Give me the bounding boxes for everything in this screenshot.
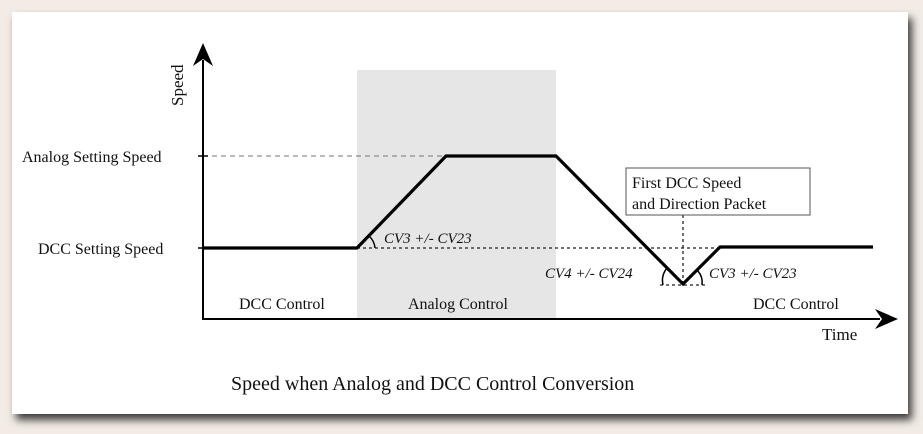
dcc-setting-speed-label: DCC Setting Speed (38, 241, 163, 258)
analog-setting-speed-label: Analog Setting Speed (22, 149, 162, 166)
callout-line1: First DCC Speed (632, 175, 741, 192)
y-axis-label: Speed (168, 64, 187, 106)
speed-profile-line (203, 154, 873, 287)
x-axis-label: Time (822, 325, 857, 344)
dcc-control-right-label: DCC Control (753, 296, 839, 313)
y-axis-arrow (193, 43, 213, 66)
decel-annotation: CV4 +/- CV24 (545, 266, 633, 282)
accel-up-annotation: CV3 +/- CV23 (384, 231, 472, 247)
analog-control-region (357, 70, 556, 318)
diagram-caption: Speed when Analog and DCC Control Conver… (231, 373, 634, 395)
analog-control-label: Analog Control (408, 296, 509, 313)
callout-line2: and Direction Packet (632, 196, 767, 213)
diagram-card: First DCC Speed and Direction Packet Spe… (12, 12, 908, 414)
dcc-control-left-label: DCC Control (239, 296, 325, 313)
return-angle-arc (697, 270, 703, 286)
callout-box (625, 167, 811, 216)
decel-angle-arc (661, 267, 668, 286)
x-axis-arrow (875, 309, 898, 329)
accel-return-annotation: CV3 +/- CV23 (709, 266, 797, 282)
accel-angle-arc (368, 235, 376, 249)
